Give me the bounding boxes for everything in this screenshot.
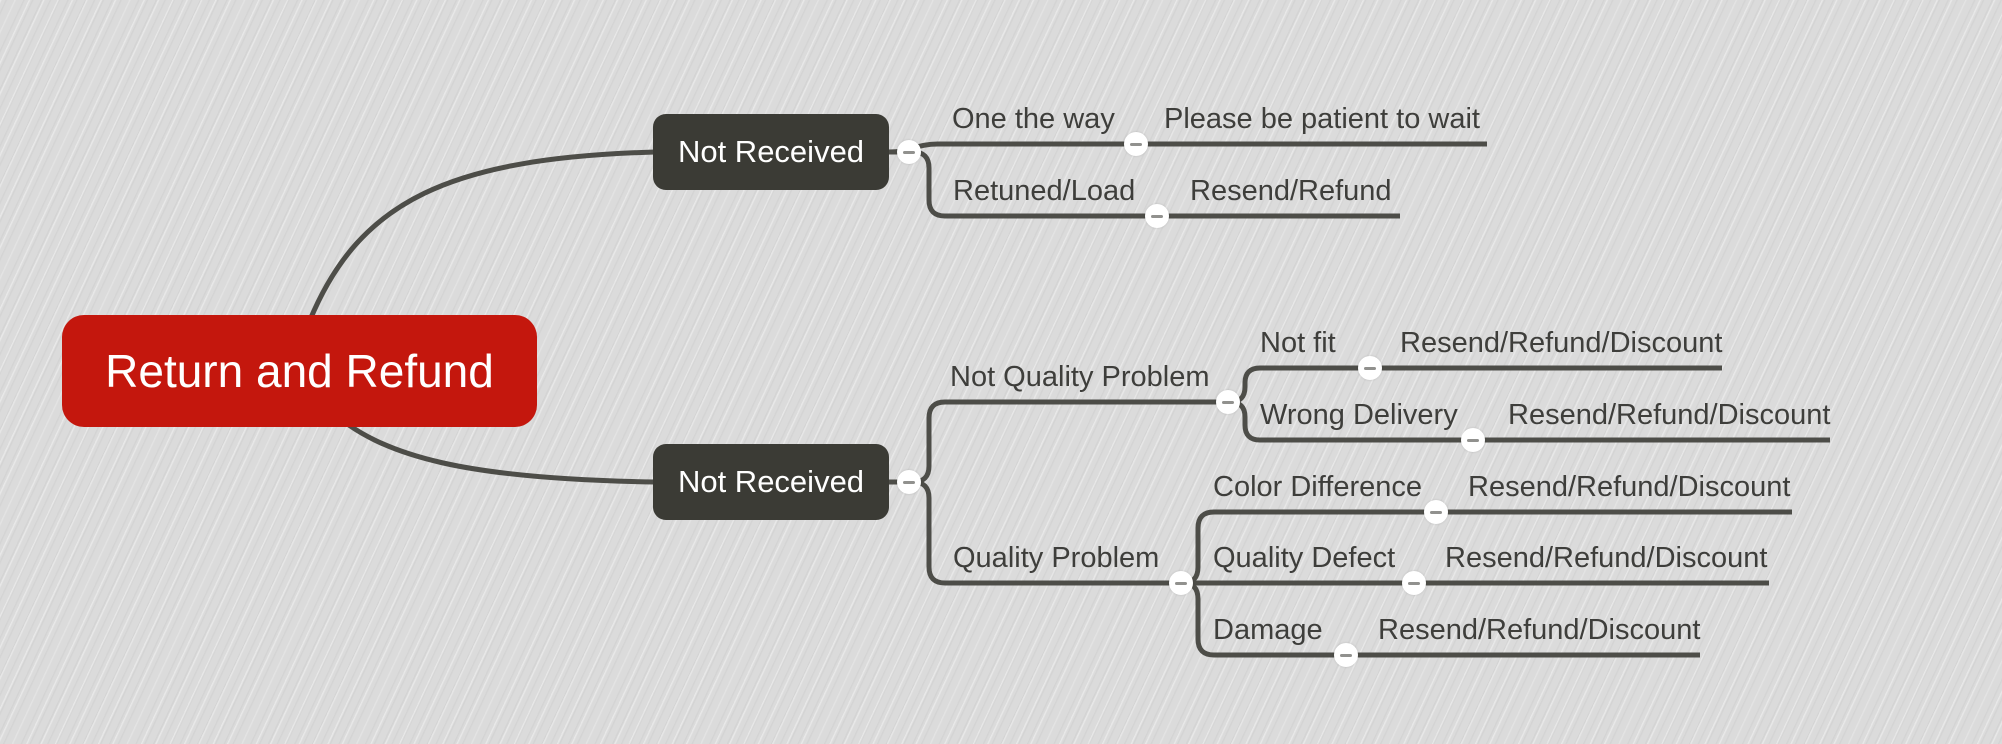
branch-node-label: Not Received <box>677 464 865 499</box>
node-one-the-way[interactable]: One the way <box>952 103 1115 135</box>
connector-not-fit <box>1229 365 1722 405</box>
branch-node-label: Not Received <box>677 134 865 169</box>
minus-icon <box>1151 214 1163 218</box>
minus-icon <box>903 480 915 484</box>
collapse-button-one-the-way[interactable] <box>1124 132 1148 156</box>
minus-icon <box>1408 581 1420 585</box>
node-color-difference-resolution[interactable]: Resend/Refund/Discount <box>1468 471 1791 503</box>
collapse-button-not-fit[interactable] <box>1358 356 1382 380</box>
node-wrong-delivery-resolution[interactable]: Resend/Refund/Discount <box>1508 399 1831 431</box>
collapse-button-branch-bottom[interactable] <box>897 470 921 494</box>
minus-icon <box>1222 400 1234 404</box>
collapse-button-quality-problem[interactable] <box>1169 571 1193 595</box>
collapse-button-branch-top[interactable] <box>897 140 921 164</box>
node-not-quality-problem[interactable]: Not Quality Problem <box>950 361 1210 393</box>
node-not-fit-resolution[interactable]: Resend/Refund/Discount <box>1400 327 1723 359</box>
node-color-difference[interactable]: Color Difference <box>1213 471 1423 503</box>
node-not-fit[interactable]: Not fit <box>1260 327 1336 359</box>
node-retuned-load[interactable]: Retuned/Load <box>953 175 1136 207</box>
branch-node-not-received-bottom[interactable]: Not Received <box>653 444 889 520</box>
connector-branch0-one-the-way <box>888 141 1487 155</box>
root-node[interactable]: Return and Refund <box>62 315 537 427</box>
node-please-be-patient[interactable]: Please be patient to wait <box>1164 103 1480 135</box>
node-quality-defect[interactable]: Quality Defect <box>1213 542 1396 574</box>
connector-branch1-not-quality-problem <box>889 399 1232 485</box>
minus-icon <box>1364 366 1376 370</box>
minus-icon <box>1130 142 1142 146</box>
branch-node-not-received-top[interactable]: Not Received <box>653 114 889 190</box>
connector-root-to-branch-0 <box>307 149 656 321</box>
collapse-button-not-quality[interactable] <box>1216 390 1240 414</box>
collapse-button-retuned-load[interactable] <box>1145 204 1169 228</box>
minus-icon <box>1340 653 1352 657</box>
minus-icon <box>1430 510 1442 514</box>
node-resend-refund[interactable]: Resend/Refund <box>1190 175 1392 207</box>
collapse-button-damage[interactable] <box>1334 643 1358 667</box>
node-quality-defect-resolution[interactable]: Resend/Refund/Discount <box>1445 542 1768 574</box>
root-node-label: Return and Refund <box>105 345 494 397</box>
minus-icon <box>1467 438 1479 442</box>
collapse-button-wrong-delivery[interactable] <box>1461 428 1485 452</box>
node-damage[interactable]: Damage <box>1213 614 1323 646</box>
minus-icon <box>903 150 915 154</box>
node-wrong-delivery[interactable]: Wrong Delivery <box>1260 399 1458 431</box>
minus-icon <box>1175 581 1187 585</box>
node-quality-problem[interactable]: Quality Problem <box>953 542 1160 574</box>
collapse-button-color-difference[interactable] <box>1424 500 1448 524</box>
node-damage-resolution[interactable]: Resend/Refund/Discount <box>1378 614 1701 646</box>
collapse-button-quality-defect[interactable] <box>1402 571 1426 595</box>
